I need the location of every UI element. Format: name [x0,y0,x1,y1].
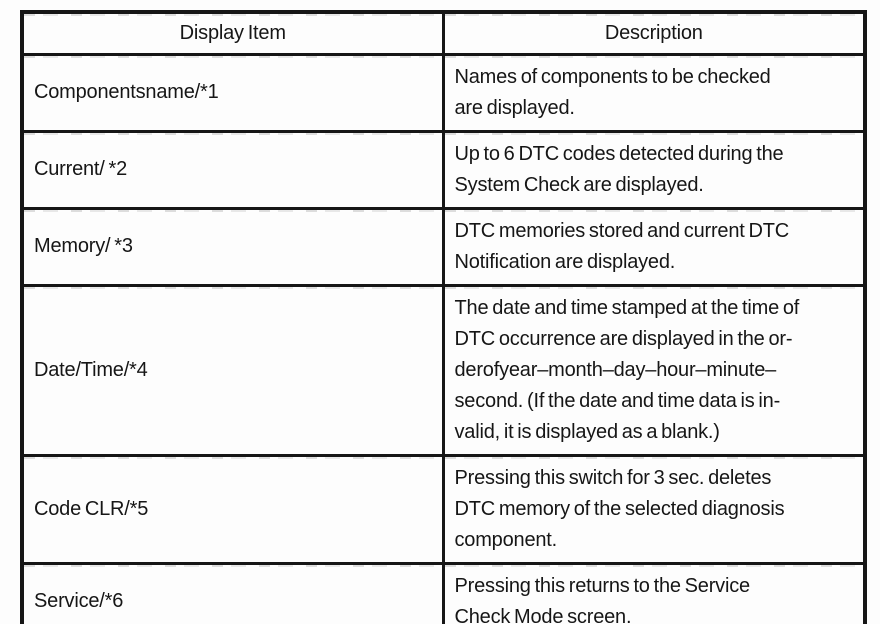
display-item-cell: Componentsname/*1 [20,52,445,133]
display-item-cell: Current/ *2 [20,129,445,210]
table-row: Code CLR/*5 Pressing this switch for 3 s… [20,453,867,565]
description-cell: DTC memories stored and current DTC Noti… [441,206,867,287]
description-cell: Pressing this switch for 3 sec. deletes … [441,453,867,565]
display-item-cell: Code CLR/*5 [20,453,445,565]
display-item-cell: Date/Time/*4 [20,283,445,457]
table-row: Memory/ *3 DTC memories stored and curre… [20,206,867,287]
description-cell: Pressing this returns to the Service Che… [441,561,867,624]
column-header-display-item: Display Item [20,10,445,56]
table-row: Date/Time/*4 The date and time stamped a… [20,283,867,457]
display-item-cell: Service/*6 [20,561,445,624]
description-cell: Names of components to be checked are di… [441,52,867,133]
table-row: Current/ *2 Up to 6 DTC codes detected d… [20,129,867,210]
table-row: Service/*6 Pressing this returns to the … [20,561,867,624]
display-item-table: Display Item Description Componentsname/… [20,10,867,624]
table-header-row: Display Item Description [20,10,867,56]
column-header-description: Description [441,10,867,56]
display-item-cell: Memory/ *3 [20,206,445,287]
description-cell: Up to 6 DTC codes detected during the Sy… [441,129,867,210]
description-cell: The date and time stamped at the time of… [441,283,867,457]
table-row: Componentsname/*1 Names of components to… [20,52,867,133]
